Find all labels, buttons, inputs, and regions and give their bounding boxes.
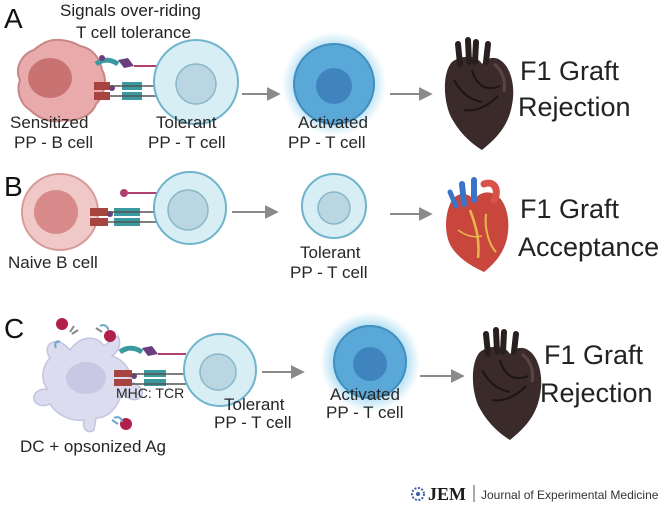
receptor-complex-b <box>90 189 160 226</box>
opsonized-antigens <box>54 318 132 430</box>
tolerant-a-label-line1: Tolerant <box>156 113 217 132</box>
outcome-a-line1: F1 Graft <box>520 56 620 86</box>
activated-c-label-line1: Activated <box>330 385 400 404</box>
jem-logo-icon <box>411 487 425 501</box>
panel-a: A Signals over-riding T cell tolerance <box>4 1 631 152</box>
tolerant-a-label-line2: PP - T cell <box>148 133 225 152</box>
signals-label-line1: Signals over-riding <box>60 1 201 20</box>
naive-b-label: Naive B cell <box>8 253 98 272</box>
tolerant-t-cell-c <box>183 333 257 407</box>
panel-a-letter: A <box>4 3 23 34</box>
jem-logo-text: JEM <box>428 484 466 504</box>
activated-t-cell-a <box>282 32 386 136</box>
panel-b-letter: B <box>4 171 23 202</box>
journal-footer: JEM Journal of Experimental Medicine <box>411 484 659 504</box>
outcome-c-line1: F1 Graft <box>544 340 644 370</box>
tolerant-c-label-line2: PP - T cell <box>214 413 291 432</box>
outcome-b-line1: F1 Graft <box>520 194 620 224</box>
receptor-complex-c <box>114 345 186 386</box>
journal-name: Journal of Experimental Medicine <box>481 488 659 502</box>
activated-a-label-line2: PP - T cell <box>288 133 365 152</box>
signals-label-line2: T cell tolerance <box>76 23 191 42</box>
rejected-heart-icon <box>445 40 513 150</box>
sensitized-label-line2: PP - B cell <box>14 133 93 152</box>
outcome-a-line2: Rejection <box>518 92 631 122</box>
outcome-c-line2: Rejection <box>540 378 653 408</box>
panel-c-letter: C <box>4 313 24 344</box>
panel-b: B Naive B cell Tolerant PP - T c <box>4 171 659 282</box>
panel-c: C <box>4 312 653 456</box>
tolerant-c-label-line1: Tolerant <box>224 395 285 414</box>
activated-t-cell-c <box>320 312 420 412</box>
activated-c-label-line2: PP - T cell <box>326 403 403 422</box>
accepted-heart-icon <box>446 177 509 272</box>
dc-label: DC + opsonized Ag <box>20 437 166 456</box>
naive-b-cell <box>21 173 99 251</box>
rejected-heart-icon-c <box>473 330 541 440</box>
tolerant-t-cell-a <box>153 39 239 125</box>
tolerant-t-cell-b1 <box>153 171 227 245</box>
tolerant-b-label-line2: PP - T cell <box>290 263 367 282</box>
mhc-tcr-label: MHC: TCR <box>116 385 184 401</box>
activated-a-label-line1: Activated <box>298 113 368 132</box>
tolerant-t-cell-b2 <box>301 173 367 239</box>
receptor-complex-a <box>94 55 162 100</box>
sensitized-label-line1: Sensitized <box>10 113 88 132</box>
sensitized-b-cell <box>16 38 106 123</box>
dendritic-cell <box>33 334 144 433</box>
tolerant-b-label-line1: Tolerant <box>300 243 361 262</box>
outcome-b-line2: Acceptance <box>518 232 659 262</box>
